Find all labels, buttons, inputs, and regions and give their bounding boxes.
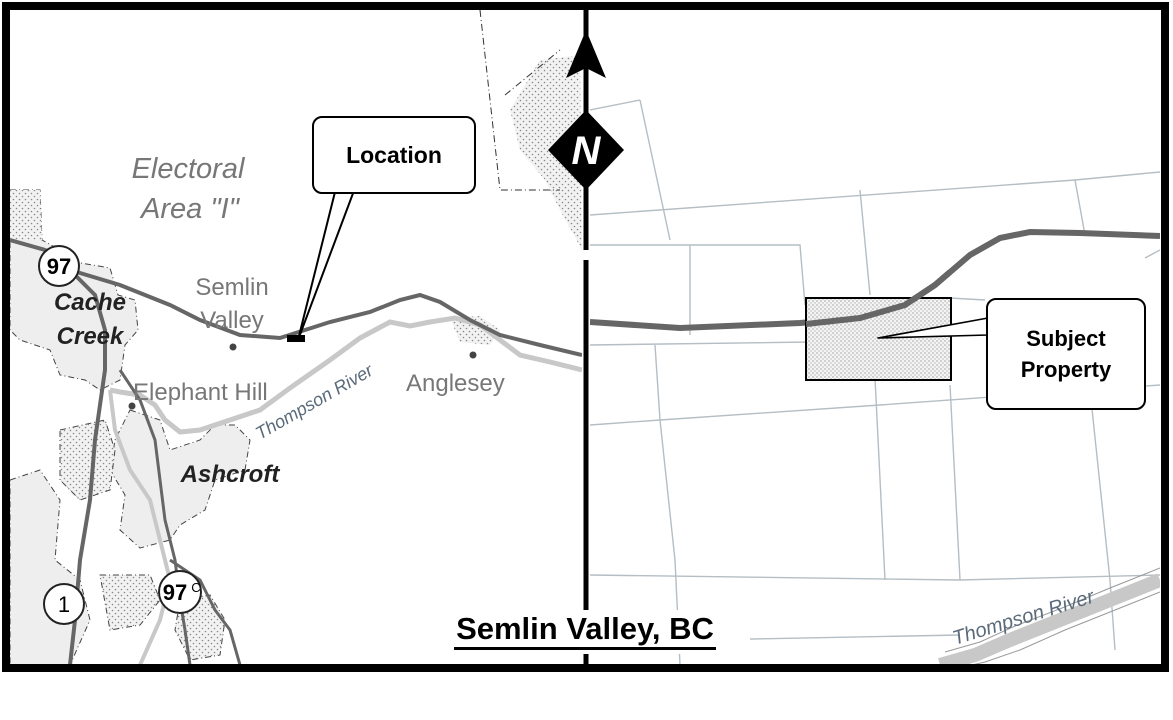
- location-callout: Location: [312, 116, 476, 194]
- north-arrow: N: [548, 30, 624, 260]
- svg-text:1: 1: [58, 592, 70, 617]
- map-frame: [2, 2, 1169, 672]
- reserve-area-south: [99, 574, 161, 631]
- svg-text:97: 97: [47, 254, 71, 279]
- electoral-area-label-line2: Area "I": [139, 193, 241, 225]
- ashcroft-road: [118, 369, 192, 665]
- ashcroft-municipal-area: [109, 409, 251, 549]
- highway-97c-road-over-parcel: [805, 269, 952, 327]
- location-marker: [287, 335, 305, 342]
- subject-property-callout: Subject Property: [986, 298, 1146, 410]
- north-arrow-head-icon: [566, 30, 606, 78]
- semlin-valley-label-line2: Valley: [200, 307, 264, 334]
- electoral-boundary-line: [479, 10, 560, 191]
- subject-property-callout-label: Subject Property: [1020, 326, 1112, 382]
- anglesey-dot: [469, 351, 477, 359]
- north-diamond-icon: [548, 110, 624, 190]
- anglesey-label: Anglesey: [406, 370, 505, 397]
- highway-97c-shield: 97 C: [158, 570, 202, 614]
- lot-lines: [590, 99, 1160, 665]
- bonaparte-river: [108, 389, 173, 665]
- left-overview-map: Electoral Area "I" Semlin Valley Elephan…: [10, 10, 582, 665]
- ashcroft-label: Ashcroft: [180, 461, 281, 488]
- semlin-valley-label-line1: Semlin: [195, 274, 268, 301]
- cache-creek-label-line1: Cache: [54, 289, 126, 316]
- electoral-area-label-line1: Electoral: [132, 153, 246, 185]
- highway-1-shield: 1: [43, 583, 85, 625]
- thompson-river-right: [938, 573, 1160, 665]
- highway-97-shield: 97: [38, 245, 80, 287]
- semlin-valley-dot: [229, 343, 237, 351]
- map-title-box: Semlin Valley, BC: [420, 610, 750, 654]
- reserve-area-west: [59, 419, 116, 501]
- reserve-area-top-left: [10, 190, 42, 240]
- svg-text:C: C: [191, 580, 200, 595]
- elephant-hill-dot: [128, 402, 136, 410]
- thompson-river-right-bank-2: [969, 591, 1160, 665]
- thompson-river-left: [109, 315, 582, 435]
- map-title: Semlin Valley, BC: [454, 611, 716, 650]
- north-letter: N: [572, 129, 602, 173]
- electoral-boundary-line-2: [504, 49, 561, 96]
- elephant-hill-label: Elephant Hill: [133, 379, 268, 406]
- thompson-river-right-bank: [944, 567, 1160, 653]
- cache-creek-label-line2: Creek: [57, 323, 125, 350]
- highway-97c-road: [69, 268, 582, 357]
- reserve-area-north: [510, 55, 582, 250]
- location-callout-label: Location: [346, 141, 442, 168]
- reserve-area-anglesey: [450, 316, 500, 345]
- svg-text:97: 97: [163, 580, 187, 605]
